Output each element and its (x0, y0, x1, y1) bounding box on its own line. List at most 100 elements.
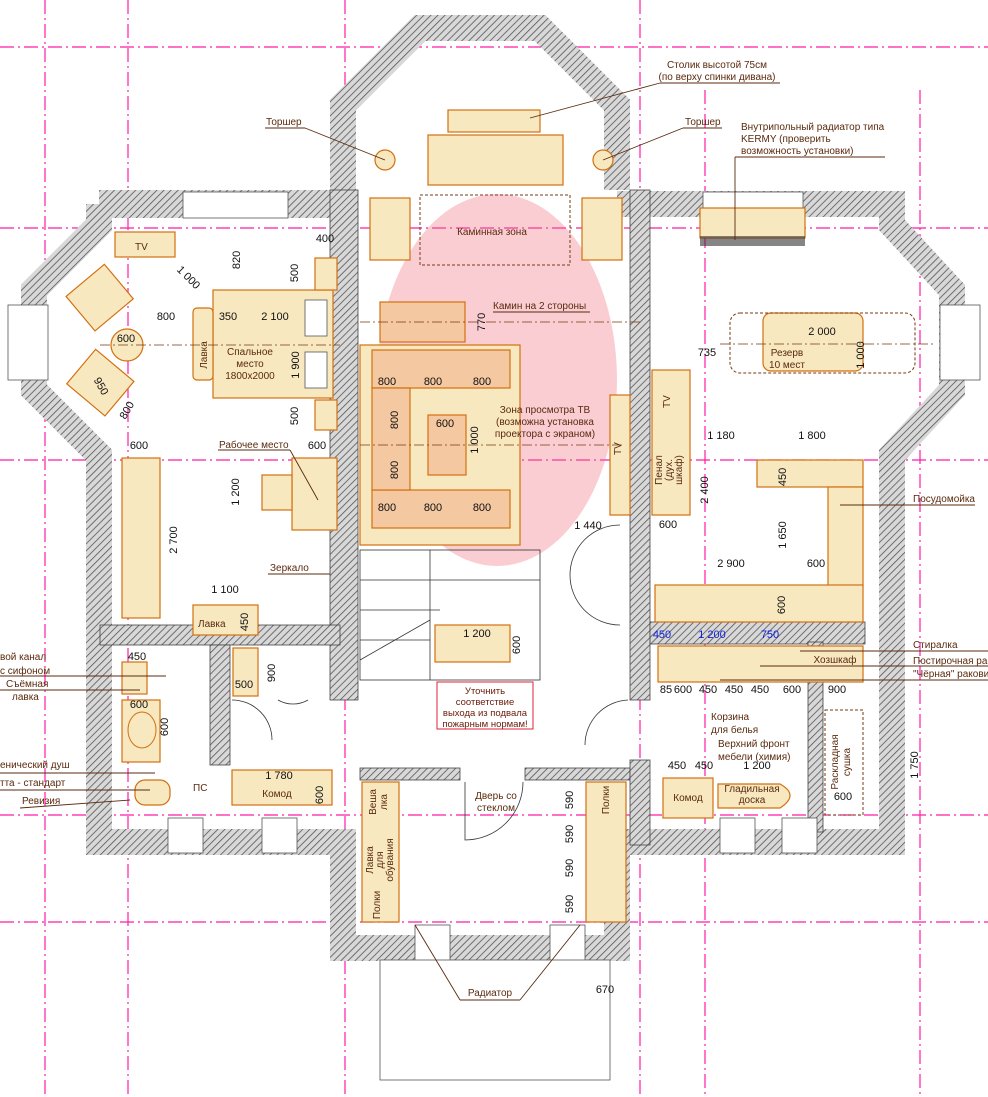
dimension-label: 450 (239, 613, 251, 631)
bench-label: Лавка (199, 341, 210, 369)
oven-cabinet-label: шкаф) (673, 455, 685, 485)
dimension-label: 750 (761, 629, 779, 641)
table-note: Столик высотой 75см (667, 60, 767, 71)
fireplace-label: Камин на 2 стороны (493, 301, 586, 312)
fire-safety-note: Уточнить (465, 686, 505, 697)
room-labels: Столик высотой 75см (по верху спинки див… (0, 60, 988, 999)
dimension-label: 800 (157, 311, 175, 323)
table-note: (по верху спинки дивана) (659, 72, 776, 83)
dimension-label: 450 (695, 760, 713, 772)
ps-label: ПС (193, 783, 207, 794)
bed-label: 1800x2000 (225, 371, 275, 382)
dimension-label: 600 (807, 558, 825, 570)
radiator-note: возможность установки) (741, 146, 854, 157)
drain-channel-label: вой канал (0, 652, 46, 663)
fireplace-zone-label: Каминная зона (457, 227, 527, 238)
dimension-label: 450 (653, 629, 671, 641)
tv-label: TV (135, 242, 148, 253)
dresser-label: Комод (673, 793, 703, 804)
dimension-label: 600 (130, 699, 148, 711)
dimension-label: 500 (235, 679, 253, 691)
basket-label: Корзина (711, 712, 750, 723)
dimension-label: 900 (828, 684, 846, 696)
dimension-label: 450 (668, 760, 686, 772)
dishwasher-label: Посудомойка (913, 494, 975, 505)
dimension-label: 800 (389, 411, 401, 429)
dimension-label: 2 100 (261, 311, 289, 323)
dining-table-label: Резерв (771, 348, 803, 359)
dimension-label: 800 (424, 502, 442, 514)
dimension-label: 450 (725, 684, 743, 696)
radiator-note: Внутрипольный радиатор типа (741, 122, 885, 133)
tv-label: TV (662, 395, 673, 408)
dimension-label: 600 (659, 519, 677, 531)
shoe-bench-label: Лавка (365, 846, 376, 874)
dimension-label: 800 (424, 376, 442, 388)
dimension-label: 600 (674, 684, 692, 696)
dimension-label: 2 900 (717, 558, 745, 570)
dimension-label: 900 (266, 664, 278, 682)
dimension-label: 735 (698, 347, 716, 359)
dimension-label: 600 (159, 718, 171, 736)
dimension-label: 600 (436, 418, 454, 430)
drain-channel-label: с сифоном (0, 665, 50, 677)
utility-cabinet-label: Хозшкаф (814, 654, 857, 666)
dresser-label: Комод (262, 789, 292, 800)
hanger-label: лка (379, 794, 390, 810)
shower-label: енический душ (0, 760, 70, 771)
toilet-label: тта - стандарт (0, 778, 66, 789)
dimension-label: 1 900 (290, 351, 302, 379)
dimension-label: 800 (378, 376, 396, 388)
tv-zone-label: (возможна установка (496, 417, 594, 428)
dimension-label: 590 (564, 859, 576, 877)
dimension-label: 590 (564, 825, 576, 843)
dimension-label: 500 (289, 407, 301, 425)
dimension-label: 1 780 (265, 770, 293, 782)
dimension-label: 1 200 (743, 760, 771, 772)
fire-safety-note: соответствие (456, 697, 514, 708)
oven-cabinet-label: Пенал (654, 455, 665, 485)
removable-bench-label: Съёмная (6, 679, 48, 690)
ironing-board-label: Гладильная (724, 784, 779, 795)
tv-zone-label: Зона просмотра ТВ (500, 405, 591, 416)
floor-lamp-label: Торшер (685, 117, 721, 128)
dimension-label: 350 (219, 311, 237, 323)
dimension-label: 1 000 (855, 341, 867, 369)
dimension-label: 1 800 (798, 430, 826, 442)
dryer-label: Раскладная (830, 734, 841, 789)
dimension-label: 600 (308, 440, 326, 452)
hanger-label: Веша (368, 789, 379, 815)
laundry-label: Постирочная ра (913, 656, 988, 667)
revision-label: Ревизия (22, 796, 60, 807)
dryer-label: сушка (842, 747, 853, 776)
dimension-label: 600 (117, 333, 135, 345)
dimension-label: 590 (564, 895, 576, 913)
mirror-label: Зеркало (270, 563, 309, 574)
dimension-label: 1 000 (469, 426, 481, 454)
leader-lines (0, 82, 988, 1001)
dimension-label: 450 (699, 684, 717, 696)
workplace-label: Рабочее место (219, 439, 289, 451)
fire-safety-note: пожарным нормам! (442, 719, 527, 730)
removable-bench-label: лавка (12, 692, 39, 703)
dimension-label: 2 000 (808, 326, 836, 338)
dimension-label: 600 (834, 791, 852, 803)
dimension-label: 800 (378, 502, 396, 514)
dimension-label: 1 200 (463, 628, 491, 640)
shoe-bench-label: обувания (384, 838, 396, 881)
dimension-label: 2 700 (168, 526, 180, 554)
bed-label: место (236, 359, 264, 370)
dimension-label: 1 180 (707, 430, 735, 442)
dimension-label: 800 (473, 376, 491, 388)
dimension-label: 1 100 (211, 584, 239, 596)
shoe-bench-label: для (375, 851, 386, 868)
basket-label: для белья (711, 724, 758, 736)
dimensions: 400 820 500 1 000 800 350 2 100 600 1 90… (91, 233, 921, 996)
washer-label: Стиралка (913, 640, 958, 651)
glass-door-label: стеклом (477, 803, 515, 814)
dimension-label: 400 (316, 233, 334, 245)
tv-zone-label: проектора с экраном) (495, 429, 595, 440)
windows (7, 191, 981, 1081)
dimension-label: 1 200 (230, 478, 242, 506)
